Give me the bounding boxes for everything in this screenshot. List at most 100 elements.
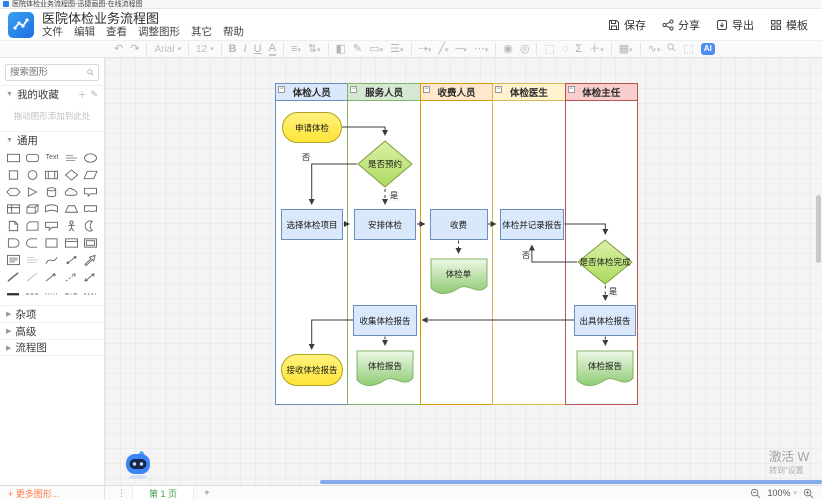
shape-line-thin[interactable] bbox=[23, 270, 42, 283]
shape-window[interactable] bbox=[62, 236, 81, 249]
collapse-lane-icon[interactable]: − bbox=[278, 86, 285, 93]
node-exam-and-record[interactable]: 体检并记录报告 bbox=[500, 209, 564, 240]
shape-dashed-line-1[interactable] bbox=[23, 287, 42, 300]
shape-tape[interactable] bbox=[81, 202, 100, 215]
font-family-select[interactable]: Arial▾ bbox=[154, 43, 181, 55]
waypoint-icon[interactable]: ─▾ bbox=[455, 42, 467, 55]
shape-text-lines[interactable] bbox=[23, 253, 42, 266]
shape-block-arrow[interactable] bbox=[81, 253, 100, 266]
node-arrange-exam[interactable]: 安排体检 bbox=[354, 209, 416, 240]
zoom-out-icon[interactable] bbox=[750, 488, 761, 499]
shape-hexagon[interactable] bbox=[4, 185, 23, 198]
font-color-icon[interactable]: A bbox=[268, 41, 276, 56]
shape-search[interactable] bbox=[5, 64, 99, 81]
shape-callout-2[interactable] bbox=[42, 219, 61, 232]
shape-ellipse[interactable] bbox=[81, 151, 100, 164]
assistant-mascot[interactable] bbox=[122, 447, 154, 480]
node-receive-report[interactable]: 接收体检报告 bbox=[281, 354, 343, 386]
shape-trapezoid[interactable] bbox=[62, 202, 81, 215]
collapse-lane-icon[interactable]: − bbox=[495, 86, 503, 93]
node-appointment-decision[interactable]: 是否预约 bbox=[357, 140, 413, 188]
edit-favorite-icon[interactable]: ✎ bbox=[90, 88, 98, 99]
shape-arrow-line-1[interactable] bbox=[42, 270, 61, 283]
line-color-icon[interactable]: ✎ bbox=[353, 42, 363, 55]
zoom-level-select[interactable]: 100%▾ bbox=[767, 488, 797, 498]
menu-edit[interactable]: 编辑 bbox=[74, 26, 95, 38]
shape-d[interactable] bbox=[4, 236, 23, 249]
share-button[interactable]: 分享 bbox=[662, 17, 700, 33]
misc-section-header[interactable]: ▶ 杂项 bbox=[0, 305, 104, 322]
insert-icon[interactable]: ＋▾ bbox=[589, 42, 604, 55]
save-button[interactable]: 保存 bbox=[608, 17, 646, 33]
shape-dashed-line-4[interactable] bbox=[81, 287, 100, 300]
table-icon[interactable]: ▦▾ bbox=[618, 42, 633, 55]
dash-icon[interactable]: ⋯▾ bbox=[473, 42, 489, 55]
more-shapes-button[interactable]: + 更多图形... bbox=[0, 486, 105, 500]
node-collect-report[interactable]: 收集体检报告 bbox=[353, 305, 417, 336]
shape-rectangle[interactable] bbox=[4, 151, 23, 164]
font-size-select[interactable]: 12▾ bbox=[195, 43, 214, 55]
shape-callout[interactable] bbox=[81, 185, 100, 198]
shape-text[interactable]: Text bbox=[45, 154, 59, 161]
node-charge[interactable]: 收费 bbox=[429, 209, 488, 240]
menu-view[interactable]: 查看 bbox=[106, 26, 127, 38]
shape-arrow-line-2[interactable] bbox=[62, 270, 81, 283]
shape-note-2[interactable] bbox=[4, 253, 23, 266]
search-input[interactable] bbox=[10, 67, 84, 78]
shape-parallelogram[interactable] bbox=[81, 168, 100, 181]
search-icon[interactable] bbox=[87, 68, 94, 77]
settings-icon[interactable]: ◌ bbox=[561, 42, 569, 55]
fill-color-icon[interactable]: ◧ bbox=[335, 42, 346, 55]
shape-container[interactable] bbox=[42, 236, 61, 249]
node-issue-report[interactable]: 出具体检报告 bbox=[574, 305, 636, 336]
shape-cylinder[interactable] bbox=[42, 185, 61, 198]
menu-arrange[interactable]: 调整图形 bbox=[138, 26, 180, 38]
shape-circle[interactable] bbox=[23, 168, 42, 181]
collapse-lane-icon[interactable]: − bbox=[350, 86, 358, 93]
general-section-header[interactable]: ▼ 通用 bbox=[0, 131, 104, 148]
add-page-button[interactable]: + bbox=[204, 487, 210, 499]
link-icon[interactable]: ◉ bbox=[503, 42, 513, 55]
shape-thick-line[interactable] bbox=[4, 287, 23, 300]
fit-page-icon[interactable]: ⬚ bbox=[683, 42, 694, 55]
shape-document[interactable] bbox=[4, 219, 23, 232]
shape-style-icon[interactable]: ▭▾ bbox=[369, 42, 384, 55]
page-tab-1[interactable]: 第 1 页 bbox=[132, 485, 195, 500]
bold-icon[interactable]: B bbox=[228, 42, 237, 55]
horizontal-scrollbar[interactable] bbox=[320, 480, 822, 484]
shape-cube[interactable] bbox=[23, 202, 42, 215]
shape-crescent[interactable] bbox=[81, 219, 100, 232]
line-spacing-icon[interactable]: ⇅▾ bbox=[307, 42, 321, 55]
shape-square[interactable] bbox=[4, 168, 23, 181]
node-report-document-director[interactable]: 体检报告 bbox=[576, 350, 634, 388]
lane-cashier[interactable]: −收费人员 bbox=[419, 83, 494, 405]
shape-card[interactable] bbox=[23, 219, 42, 232]
document-title[interactable]: 医院体检业务流程图 bbox=[42, 11, 160, 26]
zoom-tool-icon[interactable] bbox=[667, 43, 676, 55]
shape-note[interactable] bbox=[62, 151, 81, 164]
line-style-icon[interactable]: ☰▾ bbox=[390, 42, 404, 55]
node-complete-decision[interactable]: 是否体检完成 bbox=[577, 239, 633, 285]
shape-table[interactable] bbox=[4, 202, 23, 215]
freehand-icon[interactable]: ∿▾ bbox=[647, 42, 661, 55]
menu-file[interactable]: 文件 bbox=[42, 26, 63, 38]
shape-dashed-line-2[interactable] bbox=[42, 287, 61, 300]
connector-icon[interactable]: ╱▾ bbox=[438, 42, 449, 55]
shape-actor[interactable] bbox=[62, 219, 81, 232]
app-logo[interactable] bbox=[8, 11, 34, 38]
template-button[interactable]: 模板 bbox=[770, 17, 808, 33]
export-button[interactable]: 导出 bbox=[716, 17, 754, 33]
shape-arrow-line-3[interactable] bbox=[81, 270, 100, 283]
shape-cloud[interactable] bbox=[62, 185, 81, 198]
select-area-icon[interactable]: ⬚ bbox=[544, 42, 555, 55]
align-icon[interactable]: ≡▾ bbox=[290, 42, 301, 55]
shape-rounded-rectangle[interactable] bbox=[23, 151, 42, 164]
sum-icon[interactable]: Σ bbox=[575, 42, 583, 55]
shape-dashed-line-3[interactable] bbox=[62, 287, 81, 300]
node-report-document-service[interactable]: 体检报告 bbox=[356, 350, 414, 388]
redo-icon[interactable]: ↷ bbox=[130, 42, 140, 55]
shape-curve[interactable] bbox=[42, 253, 61, 266]
undo-icon[interactable]: ↶ bbox=[114, 42, 124, 55]
shape-triangle[interactable] bbox=[23, 185, 42, 198]
advanced-section-header[interactable]: ▶ 高级 bbox=[0, 322, 104, 339]
